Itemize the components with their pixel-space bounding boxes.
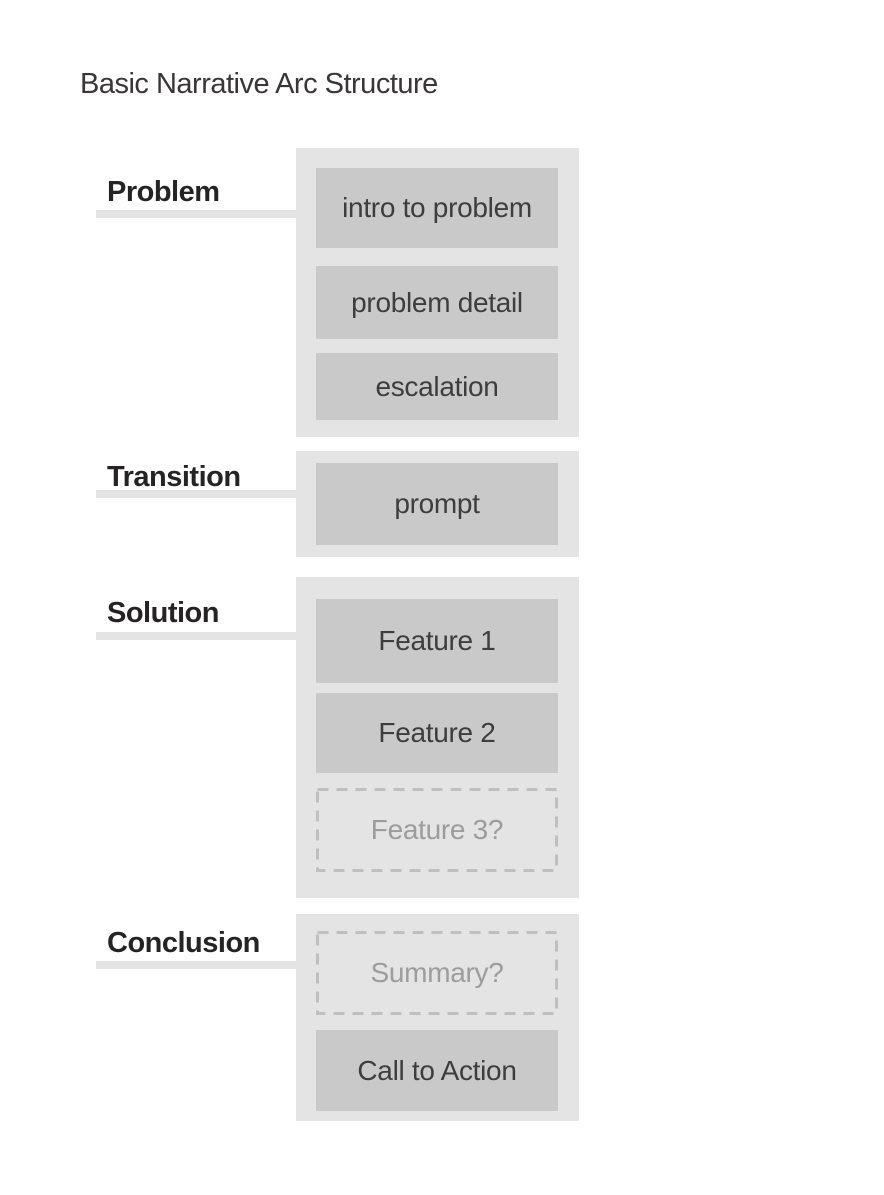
node-summary-optional: Summary? bbox=[316, 931, 558, 1015]
section-label-transition: Transition bbox=[107, 461, 241, 493]
node-label: Call to Action bbox=[357, 1054, 517, 1086]
node-call-to-action: Call to Action bbox=[316, 1030, 558, 1111]
section-label-conclusion: Conclusion bbox=[107, 927, 260, 959]
node-label: Summary? bbox=[370, 957, 504, 988]
node-label: intro to problem bbox=[342, 192, 532, 223]
section-rule-transition bbox=[96, 490, 296, 498]
section-label-solution: Solution bbox=[107, 597, 219, 629]
node-label: Feature 3? bbox=[370, 814, 504, 845]
dashed-border-icon bbox=[316, 931, 558, 1015]
section-container-problem: intro to problem problem detail escalati… bbox=[296, 148, 579, 437]
node-problem-detail: problem detail bbox=[316, 266, 558, 339]
section-container-transition: prompt bbox=[296, 451, 579, 557]
node-feature-2: Feature 2 bbox=[316, 693, 558, 773]
section-label-problem: Problem bbox=[107, 176, 220, 208]
dashed-border-icon bbox=[316, 788, 558, 872]
node-feature-1: Feature 1 bbox=[316, 599, 558, 683]
node-label: problem detail bbox=[351, 286, 523, 318]
section-container-solution: Feature 1 Feature 2 Feature 3? bbox=[296, 577, 579, 898]
node-prompt: prompt bbox=[316, 463, 558, 545]
node-label: prompt bbox=[394, 488, 480, 519]
diagram-title: Basic Narrative Arc Structure bbox=[80, 68, 438, 100]
section-rule-conclusion bbox=[96, 961, 296, 969]
node-label: Feature 2 bbox=[378, 717, 496, 748]
section-container-conclusion: Summary? Call to Action bbox=[296, 914, 579, 1121]
node-label: escalation bbox=[375, 370, 499, 402]
section-rule-solution bbox=[96, 632, 296, 640]
node-escalation: escalation bbox=[316, 353, 558, 420]
node-label: Feature 1 bbox=[378, 625, 496, 656]
node-feature-3-optional: Feature 3? bbox=[316, 788, 558, 872]
node-intro-to-problem: intro to problem bbox=[316, 168, 558, 248]
section-rule-problem bbox=[96, 210, 296, 218]
